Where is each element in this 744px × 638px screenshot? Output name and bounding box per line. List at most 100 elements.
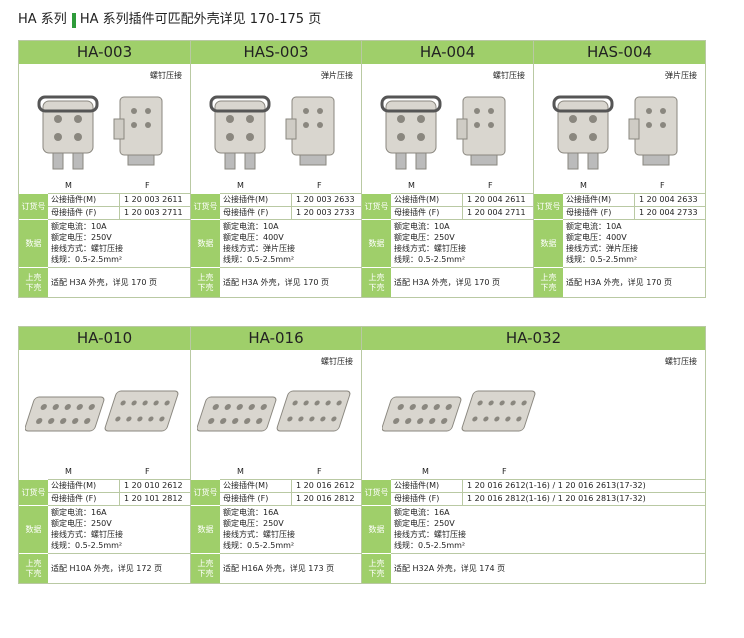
- order-label: 订货号: [191, 479, 220, 505]
- product-photo: M F: [191, 83, 361, 193]
- female-label: F: [488, 181, 493, 190]
- rated-current: 额定电流：16A: [51, 508, 107, 517]
- page-header: HA 系列 HA 系列插件可匹配外壳详见 170-175 页: [18, 12, 321, 28]
- wire-gauge: 线规：0.5-2.5mm²: [394, 255, 466, 264]
- order-value: 1 20 016 2812: [296, 494, 355, 503]
- data-label: 数据: [19, 505, 48, 553]
- rated-current: 额定电流：16A: [394, 508, 450, 517]
- order-row-male: 公接插件(M) 1 20 004 2611: [391, 194, 533, 207]
- order-row-male: 公接插件(M) 1 20 003 2611: [48, 194, 190, 207]
- spec-data: 额定电流：10A 额定电压：400V 接线方式：弹片压接 线规：0.5-2.5m…: [220, 219, 361, 267]
- shell-label: 上壳 下壳: [19, 267, 48, 297]
- rated-current: 额定电流：16A: [223, 508, 279, 517]
- spec-data: 额定电流：10A 额定电压：250V 接线方式：螺钉压接 线规：0.5-2.5m…: [391, 219, 533, 267]
- order-value: 1 20 004 2733: [639, 208, 698, 217]
- shell-fit-note: 适配 H3A 外壳，详见 170 页: [563, 267, 705, 297]
- shell-fit-note: 适配 H32A 外壳，详见 174 页: [391, 553, 705, 583]
- order-key: 公接插件(M): [391, 194, 463, 206]
- product-photo: M F: [362, 369, 705, 479]
- wiring-method-note: 螺钉压接: [321, 357, 353, 366]
- shell-label: 上壳 下壳: [19, 553, 48, 583]
- order-value: 1 20 004 2633: [639, 195, 698, 204]
- data-label: 数据: [534, 219, 563, 267]
- product-title: HA-016: [191, 327, 361, 350]
- wiring-method: 接线方式：螺钉压接: [394, 530, 466, 539]
- male-label: M: [237, 467, 244, 476]
- rated-voltage: 额定电压：400V: [566, 233, 627, 242]
- shell-label: 上壳 下壳: [362, 267, 391, 297]
- data-label: 数据: [191, 219, 220, 267]
- product-card: HA-003 螺钉压接 M F 订货号: [18, 40, 191, 298]
- product-title: HA-032: [362, 327, 705, 350]
- order-label: 订货号: [534, 193, 563, 219]
- data-label: 数据: [19, 219, 48, 267]
- wiring-method: 接线方式：螺钉压接: [51, 244, 123, 253]
- order-key: 公接插件(M): [391, 480, 463, 492]
- product-photo: M F: [534, 83, 705, 193]
- order-value: 1 20 016 2612(1-16) / 1 20 016 2613(17-3…: [467, 481, 646, 490]
- male-label: M: [237, 181, 244, 190]
- wiring-method-note: 螺钉压接: [150, 71, 182, 80]
- wire-gauge: 线规：0.5-2.5mm²: [51, 255, 123, 264]
- wire-gauge: 线规：0.5-2.5mm²: [566, 255, 638, 264]
- order-numbers: 公接插件(M) 1 20 016 2612 母接插件 (F) 1 20 016 …: [220, 479, 361, 506]
- order-label: 订货号: [191, 193, 220, 219]
- shell-fit-note: 适配 H3A 外壳，详见 170 页: [48, 267, 190, 297]
- order-value: 1 20 003 2611: [124, 195, 183, 204]
- shell-fit-note: 适配 H16A 外壳，详见 173 页: [220, 553, 361, 583]
- header-description: HA 系列插件可匹配外壳详见 170-175 页: [79, 12, 322, 27]
- order-value: 1 20 004 2611: [467, 195, 526, 204]
- female-label: F: [317, 467, 322, 476]
- wire-gauge: 线规：0.5-2.5mm²: [223, 255, 295, 264]
- shell-fit-note: 适配 H10A 外壳，详见 172 页: [48, 553, 190, 583]
- male-label: M: [408, 181, 415, 190]
- shell-label: 上壳 下壳: [362, 553, 391, 583]
- rated-voltage: 额定电压：250V: [51, 519, 112, 528]
- wiring-method: 接线方式：弹片压接: [223, 244, 295, 253]
- order-value: 1 20 003 2711: [124, 208, 183, 217]
- order-value: 1 20 016 2612: [296, 481, 355, 490]
- product-card: HA-016 螺钉压接 M F 订货号 公接插件(M) 1 20 0: [190, 326, 362, 584]
- order-label: 订货号: [362, 193, 391, 219]
- order-label: 订货号: [19, 479, 48, 505]
- rated-current: 额定电流：10A: [223, 222, 279, 231]
- rated-voltage: 额定电压：250V: [51, 233, 112, 242]
- product-title: HA-004: [362, 41, 533, 64]
- connector-image: [196, 369, 357, 473]
- wire-gauge: 线规：0.5-2.5mm²: [394, 541, 466, 550]
- order-key: 母接插件 (F): [391, 493, 463, 505]
- order-key: 母接插件 (F): [391, 207, 463, 219]
- male-label: M: [422, 467, 429, 476]
- wiring-method: 接线方式：螺钉压接: [223, 530, 295, 539]
- order-value: 1 20 101 2812: [124, 494, 183, 503]
- data-label: 数据: [362, 505, 391, 553]
- product-photo: M F: [19, 83, 190, 193]
- rated-current: 额定电流：10A: [51, 222, 107, 231]
- spec-data: 额定电流：10A 额定电压：400V 接线方式：弹片压接 线规：0.5-2.5m…: [563, 219, 705, 267]
- male-label: M: [65, 467, 72, 476]
- shell-label: 上壳 下壳: [534, 267, 563, 297]
- order-numbers: 公接插件(M) 1 20 004 2633 母接插件 (F) 1 20 004 …: [563, 193, 705, 220]
- rated-current: 额定电流：10A: [394, 222, 450, 231]
- male-label: M: [65, 181, 72, 190]
- male-label: M: [580, 181, 587, 190]
- rated-voltage: 额定电压：250V: [223, 519, 284, 528]
- wire-gauge: 线规：0.5-2.5mm²: [223, 541, 295, 550]
- rated-current: 额定电流：10A: [566, 222, 622, 231]
- wiring-method-note: 螺钉压接: [665, 357, 697, 366]
- wiring-method: 接线方式：弹片压接: [566, 244, 638, 253]
- product-photo: M F: [191, 369, 361, 479]
- order-key: 母接插件 (F): [220, 207, 292, 219]
- order-key: 公接插件(M): [48, 194, 120, 206]
- connector-image: [368, 83, 528, 187]
- order-label: 订货号: [362, 479, 391, 505]
- order-key: 母接插件 (F): [48, 207, 120, 219]
- order-key: 母接插件 (F): [220, 493, 292, 505]
- product-title: HA-003: [19, 41, 190, 64]
- wiring-method: 接线方式：螺钉压接: [51, 530, 123, 539]
- shell-fit-note: 适配 H3A 外壳，详见 170 页: [391, 267, 533, 297]
- spec-data: 额定电流：16A 额定电压：250V 接线方式：螺钉压接 线规：0.5-2.5m…: [391, 505, 705, 553]
- order-value: 1 20 003 2633: [296, 195, 355, 204]
- order-value: 1 20 003 2733: [296, 208, 355, 217]
- product-card: HA-032 螺钉压接 M F 订货号 公接插件(M) 1 20 0: [361, 326, 706, 584]
